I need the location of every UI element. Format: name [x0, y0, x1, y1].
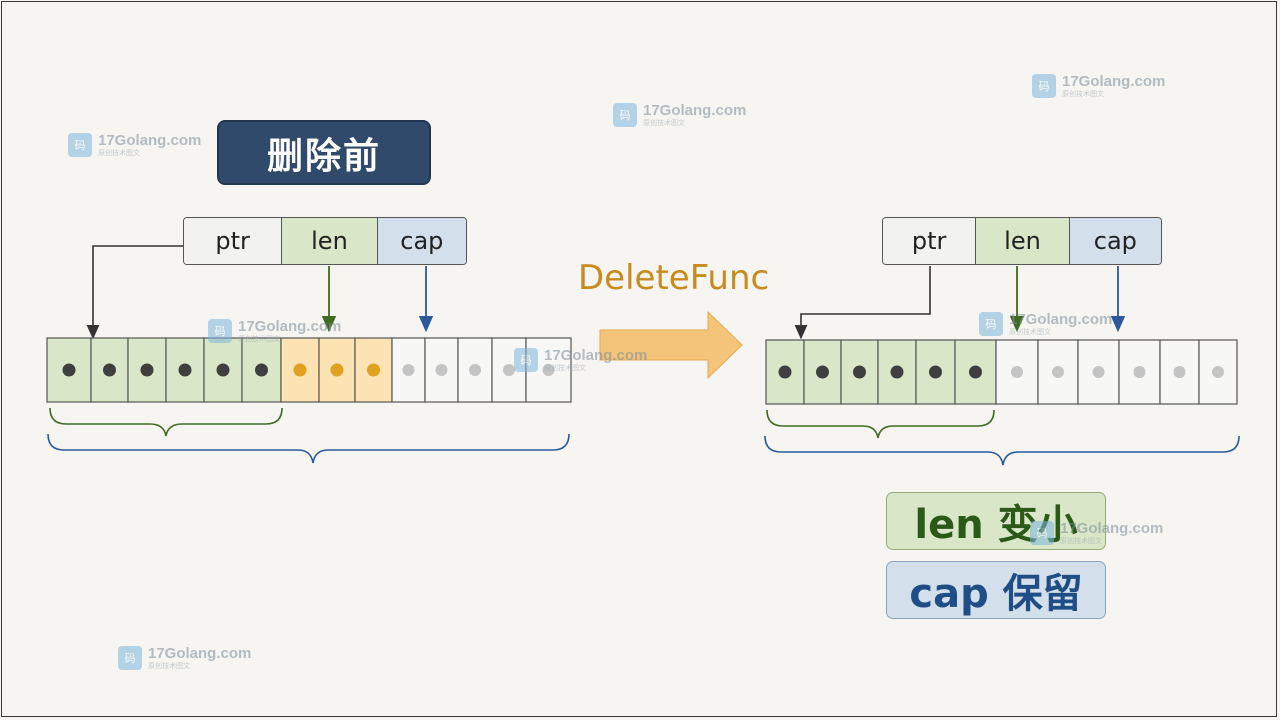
before-slot-dot	[469, 364, 481, 376]
before-slot-dot	[293, 363, 307, 377]
watermark-subtext: 原创技术图文	[544, 364, 586, 372]
before-slot-dot	[402, 364, 415, 376]
watermark-subtext: 原创技术图文	[148, 662, 190, 670]
watermark-logo-icon: 码	[118, 646, 142, 670]
after-slot-dot	[778, 365, 792, 379]
after-slot-dot	[1092, 366, 1105, 378]
after-array	[765, 339, 1238, 405]
operation-label: DeleteFunc	[578, 258, 770, 298]
watermark-logo-icon: 码	[1030, 521, 1054, 545]
watermark-subtext: 原创技术图文	[238, 335, 280, 343]
before-slot-dot	[62, 363, 76, 377]
watermark-subtext: 原创技术图文	[643, 119, 685, 127]
after-slot-dot	[1052, 366, 1064, 378]
before-slot-dot	[216, 363, 230, 377]
after-slot-dot	[1173, 366, 1186, 378]
before-cap-field: cap	[377, 218, 466, 264]
cap-kept-badge: cap 保留	[886, 561, 1106, 619]
after-cap-brace	[764, 435, 1240, 466]
before-slot-dot	[503, 364, 515, 376]
watermark-logo-icon: 码	[979, 312, 1003, 336]
after-slot-dot	[1133, 366, 1146, 378]
before-slot-dot	[435, 364, 448, 376]
after-slot-dot	[929, 365, 942, 379]
before-array	[46, 337, 572, 403]
watermark-subtext: 原创技术图文	[1062, 90, 1104, 98]
watermark-text: 17Golang.com	[544, 347, 648, 364]
before-cap-brace	[47, 433, 570, 464]
watermark-logo-icon: 码	[68, 133, 92, 157]
after-ptr-field: ptr	[883, 218, 977, 264]
after-len-field: len	[976, 218, 1070, 264]
watermark-text: 17Golang.com	[238, 318, 342, 335]
after-ptr-arrow	[794, 266, 931, 340]
after-slot-unused	[1118, 339, 1161, 405]
watermark-text: 17Golang.com	[148, 645, 252, 662]
after-slot-dot	[853, 365, 866, 379]
before-ptr-field: ptr	[184, 218, 283, 264]
watermark-subtext: 原创技术图文	[1060, 537, 1102, 545]
before-len-field: len	[282, 218, 378, 264]
before-slot-dot	[255, 363, 268, 377]
watermark-text: 17Golang.com	[1060, 520, 1164, 537]
before-slot-dot	[140, 363, 154, 377]
title-badge: 删除前	[217, 120, 431, 185]
transition-arrow	[599, 310, 743, 380]
before-slot-dot	[542, 364, 555, 376]
watermark-text: 17Golang.com	[98, 132, 202, 149]
watermark-logo-icon: 码	[514, 348, 538, 372]
before-slot-dot	[367, 363, 380, 377]
after-slot-unused	[1037, 339, 1079, 405]
after-slot-dot	[1212, 366, 1224, 378]
watermark-text: 17Golang.com	[643, 102, 747, 119]
watermark-text: 17Golang.com	[1062, 73, 1166, 90]
before-slot-dot	[103, 363, 116, 377]
before-len-brace	[49, 407, 283, 437]
watermark-logo-icon: 码	[1032, 74, 1056, 98]
watermark-logo-icon: 码	[613, 103, 637, 127]
before-ptr-arrow	[86, 245, 184, 340]
watermark-subtext: 原创技术图文	[98, 149, 140, 157]
after-slot-dot	[1011, 366, 1023, 378]
after-slot-dot	[969, 365, 982, 379]
watermark-logo-icon: 码	[208, 319, 232, 343]
before-slot-dot	[178, 363, 192, 377]
before-slot-dot	[330, 363, 344, 377]
before-slice-header: ptr len cap	[183, 217, 467, 265]
watermark-text: 17Golang.com	[1009, 311, 1113, 328]
after-slot-dot	[890, 365, 904, 379]
watermark-subtext: 原创技术图文	[1009, 328, 1051, 336]
after-slice-header: ptr len cap	[882, 217, 1162, 265]
after-cap-field: cap	[1069, 218, 1161, 264]
before-slot-unused	[424, 337, 459, 403]
after-len-brace	[766, 409, 995, 439]
after-slot-dot	[816, 365, 829, 379]
